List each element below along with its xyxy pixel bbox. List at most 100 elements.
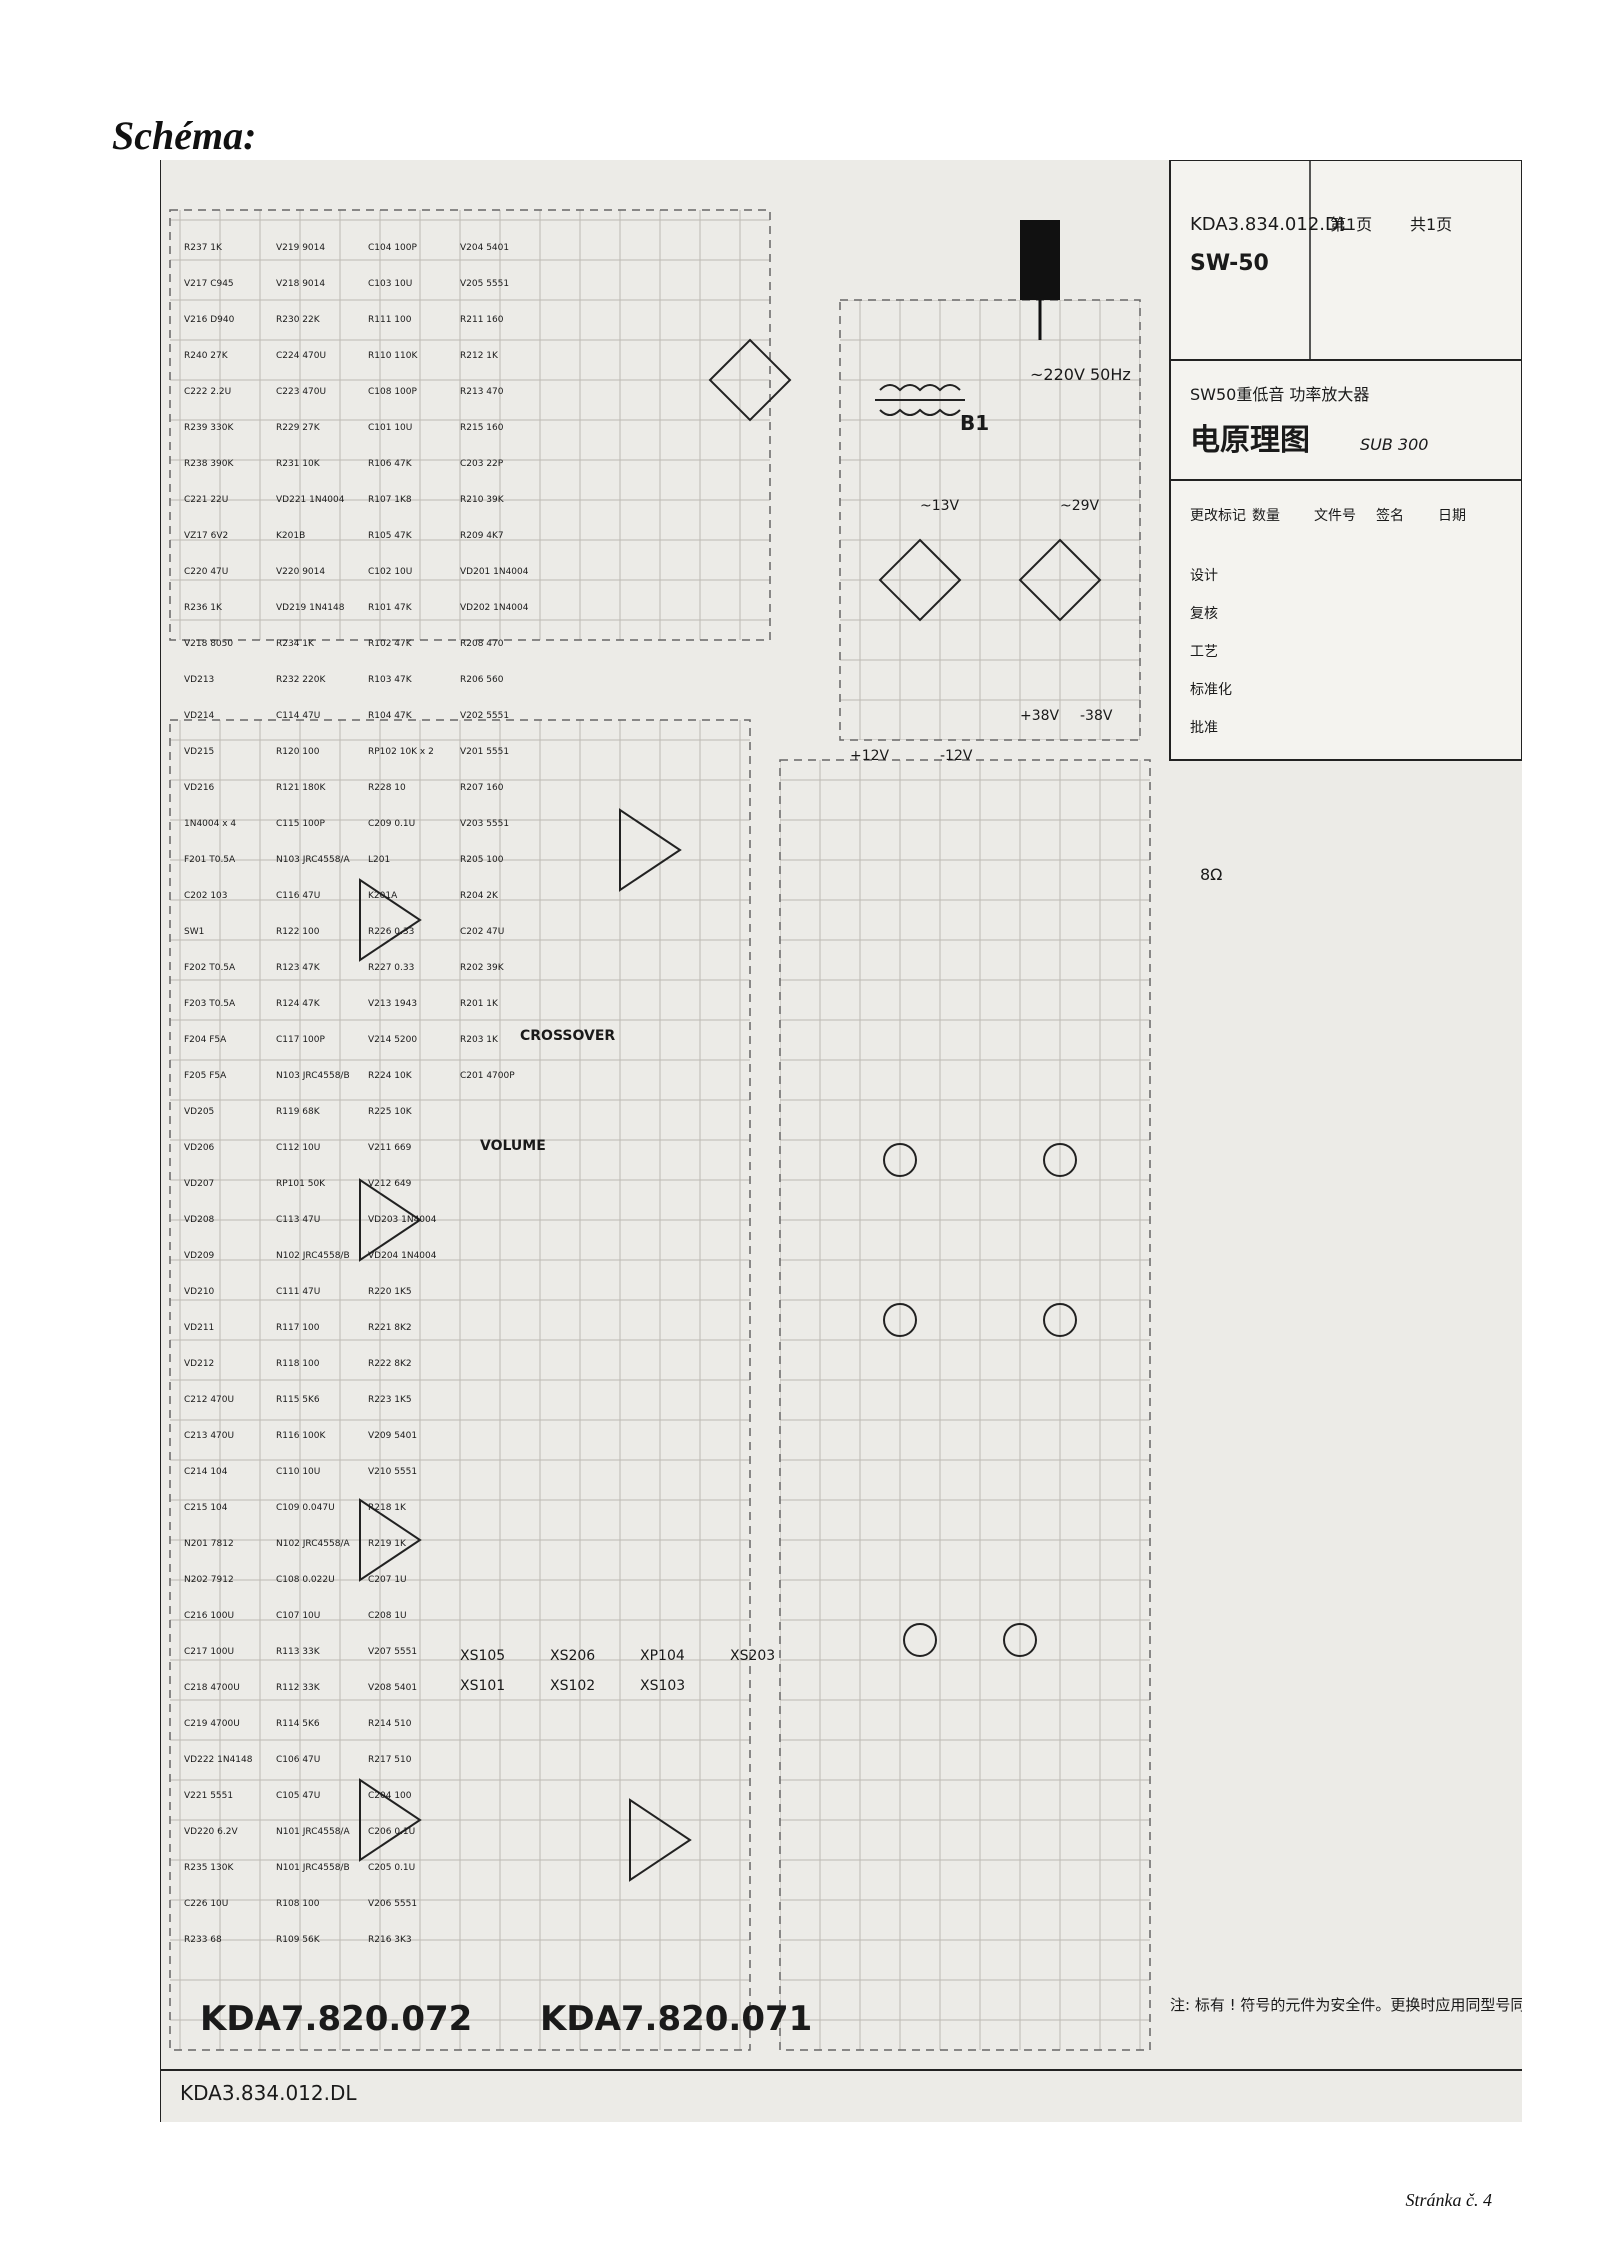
component-label: R216 3K3 — [368, 1935, 412, 1945]
component-label: R228 10 — [368, 783, 406, 793]
component-label: R231 10K — [276, 459, 321, 469]
component-label: R235 130K — [184, 1863, 234, 1873]
component-label: C204 100 — [368, 1791, 412, 1801]
component-label: N201 7812 — [184, 1539, 234, 1549]
component-label: C103 10U — [368, 279, 412, 289]
connector-label: XS203 — [730, 1648, 775, 1664]
component-label: C202 47U — [460, 927, 504, 937]
component-label: C112 10U — [276, 1143, 320, 1153]
component-label: C208 1U — [368, 1611, 407, 1621]
component-label: R104 47K — [368, 711, 413, 721]
title-block-column-label: 数量 — [1252, 508, 1280, 524]
component-label: C115 100P — [276, 819, 326, 829]
component-label: C110 10U — [276, 1467, 320, 1477]
component-label: R226 0.33 — [368, 927, 414, 937]
page-number: Stránka č. 4 — [1405, 2190, 1492, 2210]
component-label: N103 JRC4558/B — [276, 1071, 350, 1081]
title-block-columns: 更改标记数量文件号签名日期 — [1190, 507, 1466, 524]
component-label: VD205 — [184, 1107, 214, 1117]
component-label: R225 10K — [368, 1107, 413, 1117]
component-label: R204 2K — [460, 891, 499, 901]
component-label: R107 1K8 — [368, 495, 412, 505]
component-label: R211 160 — [460, 315, 504, 325]
title-block-model: SW-50 — [1190, 251, 1269, 276]
transformer-label: B1 — [960, 411, 989, 435]
component-label: SW1 — [184, 927, 204, 937]
component-label: N202 7912 — [184, 1575, 234, 1585]
component-label: R227 0.33 — [368, 963, 414, 973]
component-label: R109 56K — [276, 1935, 321, 1945]
component-label: V212 649 — [368, 1179, 412, 1189]
component-label: VD211 — [184, 1323, 214, 1333]
mains-label: ~220V 50Hz — [1030, 365, 1131, 384]
component-label: N101 JRC4558/B — [276, 1863, 350, 1873]
component-label: V210 5551 — [368, 1467, 417, 1477]
component-label: R101 47K — [368, 603, 413, 613]
component-label: V213 1943 — [368, 999, 417, 1009]
title-block — [1169, 160, 1522, 761]
component-label: C108 100P — [368, 387, 418, 397]
component-label: R106 47K — [368, 459, 413, 469]
component-label: R118 100 — [276, 1359, 320, 1369]
component-label: C104 100P — [368, 243, 418, 253]
component-label: R205 100 — [460, 855, 504, 865]
component-label: R203 1K — [460, 1035, 499, 1045]
component-label: VD201 1N4004 — [460, 567, 529, 577]
component-label: R115 5K6 — [276, 1395, 320, 1405]
component-label: 1N4004 x 4 — [184, 819, 236, 829]
component-label: VD222 1N4148 — [184, 1755, 253, 1765]
component-label: R124 47K — [276, 999, 321, 1009]
component-label: VD214 — [184, 711, 215, 721]
op-amp-symbols — [359, 808, 692, 1882]
component-label: C215 104 — [184, 1503, 228, 1513]
component-label: R103 47K — [368, 675, 413, 685]
connector-label: XP104 — [640, 1648, 685, 1664]
component-label: K201B — [276, 531, 305, 541]
component-label: R113 33K — [276, 1647, 321, 1657]
rectifier-region — [839, 299, 1141, 741]
component-label: C220 47U — [184, 567, 228, 577]
component-label: VD213 — [184, 675, 214, 685]
component-label: C216 100U — [184, 1611, 234, 1621]
component-label: R102 47K — [368, 639, 413, 649]
component-label: V203 5551 — [460, 819, 509, 829]
component-label: R208 470 — [460, 639, 504, 649]
component-label: R233 68 — [184, 1935, 222, 1945]
component-label: V221 5551 — [184, 1791, 233, 1801]
component-label: R223 1K5 — [368, 1395, 412, 1405]
component-label: VD219 1N4148 — [276, 603, 345, 613]
component-label: V219 9014 — [276, 243, 325, 253]
connector-label: XS105 — [460, 1648, 505, 1664]
title-block-product: SW50重低音 功率放大器 — [1190, 385, 1369, 404]
component-label: C226 10U — [184, 1899, 228, 1909]
component-label: V209 5401 — [368, 1431, 417, 1441]
component-label: C207 1U — [368, 1575, 407, 1585]
component-label: VD203 1N4004 — [368, 1215, 437, 1225]
ac13-label: ~13V — [920, 498, 960, 514]
component-label: R224 10K — [368, 1071, 413, 1081]
neg38-label: -38V — [1080, 708, 1113, 724]
component-label: C217 100U — [184, 1647, 234, 1657]
crossover-label: CROSSOVER — [520, 1028, 615, 1044]
component-label: R217 510 — [368, 1755, 412, 1765]
component-label: R219 1K — [368, 1539, 407, 1549]
component-label: VD221 1N4004 — [276, 495, 345, 505]
component-label: C109 0.047U — [276, 1503, 335, 1513]
component-label: C221 22U — [184, 495, 228, 505]
component-label: C205 0.1U — [368, 1863, 415, 1873]
component-label: R119 68K — [276, 1107, 321, 1117]
connector-label: XS102 — [550, 1678, 595, 1694]
component-label: C224 470U — [276, 351, 326, 361]
component-label: R206 560 — [460, 675, 504, 685]
component-label: V201 5551 — [460, 747, 509, 757]
component-label: N101 JRC4558/A — [276, 1827, 350, 1837]
component-label: R122 100 — [276, 927, 320, 937]
component-label: R207 160 — [460, 783, 504, 793]
component-label: C105 47U — [276, 1791, 320, 1801]
power-amp-board-region — [779, 759, 1151, 2051]
component-label: V214 5200 — [368, 1035, 417, 1045]
title-block-column-label: 更改标记 — [1190, 508, 1246, 524]
component-label: V217 C945 — [184, 279, 234, 289]
